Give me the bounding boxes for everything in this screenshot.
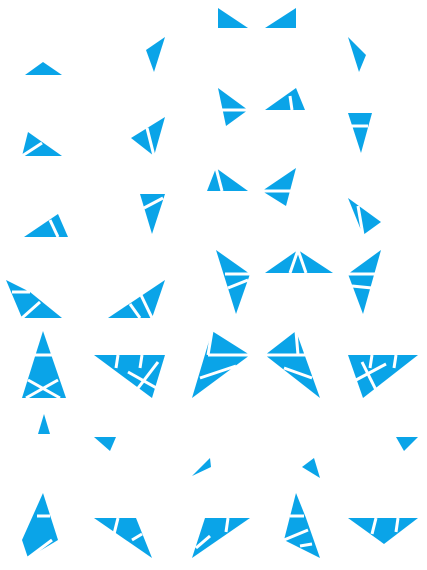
piece-5 [348,37,366,72]
piece-6 [21,132,62,158]
piece-29 [302,458,320,478]
piece-14 [140,194,165,234]
piece-13 [24,214,68,238]
piece-15 [348,198,381,236]
piece-2 [146,37,165,72]
piece-27 [94,437,116,451]
piece-9 [265,88,305,111]
piece-19 [265,249,333,274]
piece-26 [38,414,50,434]
piece-10 [348,113,372,153]
piece-20 [348,250,381,314]
piece-4 [265,8,296,28]
piece-31 [22,493,58,560]
piece-22 [94,354,165,398]
piece-35 [348,517,418,544]
piece-32 [94,517,152,558]
piece-18 [216,250,250,314]
piece-34 [283,493,320,558]
piece-8 [218,88,248,126]
piece-17 [108,280,165,319]
piece-24 [265,330,320,398]
piece-25 [348,354,418,398]
piece-16 [6,280,62,320]
piece-7 [131,117,165,157]
piece-21 [22,331,66,400]
piece-33 [192,517,250,558]
piece-12 [262,168,296,206]
piece-1 [25,62,62,75]
piece-3 [218,8,248,28]
piece-28 [192,458,211,476]
piece-23 [192,330,250,398]
piece-30 [396,437,418,451]
piece-11 [207,167,248,192]
